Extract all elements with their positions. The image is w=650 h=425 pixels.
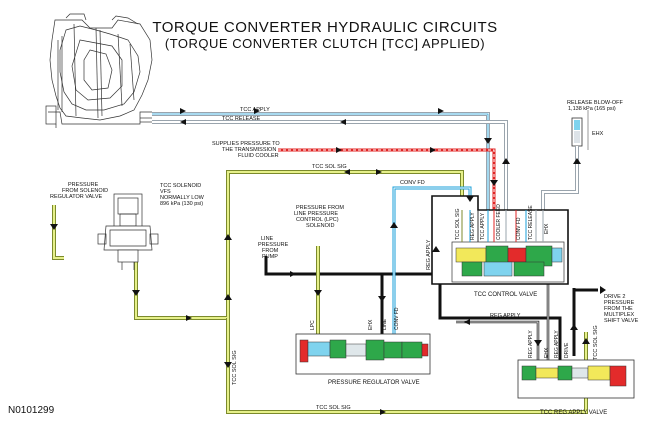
label-ehx-prv: EHX: [368, 319, 374, 330]
label-pressure-regulator-valve: PRESSURE REGULATOR VALVE: [328, 380, 420, 386]
diagram-title: TORQUE CONVERTER HYDRAULIC CIRCUITS: [152, 19, 498, 36]
flow-arrow-icon: [390, 222, 398, 228]
label-pressure-sol-2: FROM SOLENOID: [62, 188, 108, 194]
flow-arrow-icon: [50, 224, 58, 230]
flow-arrow-icon: [466, 196, 474, 202]
label-drive2-4: MULTIPLEX: [604, 312, 634, 318]
tcc-release-circuit: [152, 120, 508, 210]
flow-arrow-icon: [534, 340, 542, 346]
pressure-regulator-valve: [295, 333, 431, 375]
label-cooler-feed: COOLER FEED: [496, 204, 502, 240]
label-tcc-apply-valve: TCC APPLY: [480, 212, 486, 240]
flow-arrow-icon: [224, 362, 232, 368]
label-tcc-release: TCC RELEASE: [222, 116, 261, 122]
diagram-subtitle: (TORQUE CONVERTER CLUTCH [TCC] APPLIED): [164, 36, 486, 51]
flow-arrow-icon: [314, 290, 322, 296]
label-line-pump-3: FROM: [262, 248, 279, 254]
flow-arrow-icon: [344, 169, 350, 175]
label-pressure-sol-3: REGULATOR VALVE: [50, 194, 102, 200]
label-lpc-2: LINE PRESSURE: [294, 211, 338, 217]
label-drive2-5: SHIFT VALVE: [604, 318, 639, 324]
label-drive2-2: PRESSURE: [604, 300, 635, 306]
label-reg-apply-bottom: REG APPLY: [490, 313, 521, 319]
torque-converter-drawing: [45, 13, 153, 128]
flow-arrow-icon: [186, 315, 192, 321]
label-lpc-1: PRESSURE FROM: [296, 205, 344, 211]
flow-arrow-icon: [502, 158, 510, 164]
label-reg-apply-side: REG APPLY: [426, 239, 432, 270]
flow-arrow-icon: [484, 138, 492, 144]
label-tcc-reg-apply-valve: TCC REG APPLY VALVE: [540, 410, 607, 416]
flow-arrow-icon: [438, 108, 444, 114]
label-tcc-sol-sig-bottom: TCC SOL SIG: [316, 405, 351, 411]
drive2-arrow-icon: [600, 286, 606, 294]
label-line-pump-2: PRESSURE: [258, 242, 289, 248]
label-tcc-solenoid-4: 896 kPa (130 psi): [160, 201, 203, 207]
release-blowoff-valve: [571, 110, 589, 150]
tcc-solenoid-drawing: [97, 193, 159, 270]
label-cooler-3: FLUID COOLER: [238, 153, 279, 159]
label-reg-apply-rav: REG APPLY: [528, 330, 534, 358]
flow-arrow-icon: [180, 108, 186, 114]
label-line-prv: LINE: [382, 318, 388, 330]
line-pressure-circuit: [264, 256, 576, 360]
label-conv-fd-prv: CONV FD: [394, 307, 400, 330]
label-ehx-rav: EHX: [544, 347, 550, 358]
flow-arrow-icon: [573, 158, 581, 164]
label-ehx-valve: EHX: [544, 223, 550, 234]
label-tcc-sol-sig-top: TCC SOL SIG: [312, 164, 347, 170]
flow-arrow-icon: [180, 119, 186, 125]
figure-id: N0101299: [8, 405, 55, 416]
label-tcc-solenoid-2: VFS: [160, 189, 171, 195]
label-lpc-3: CONTROL (LPC): [296, 217, 339, 223]
label-tcc-control-valve: TCC CONTROL VALVE: [474, 292, 537, 298]
flow-arrow-icon: [464, 319, 470, 325]
tcc-control-valve: [431, 195, 569, 285]
label-ehx-blowoff: EHX: [592, 131, 604, 137]
label-blowoff-pressure: 1,138 kPa (165 psi): [568, 106, 616, 112]
cooler-circuit: [278, 148, 496, 210]
flow-arrow-icon: [224, 294, 232, 300]
label-tcc-release-valve: TCC RELEASE: [528, 205, 534, 240]
label-reg-apply-rav-2: REG APPLY: [554, 330, 560, 358]
tcc-reg-apply-valve: [517, 359, 635, 399]
label-release-blowoff: RELEASE BLOW-OFF: [567, 100, 623, 106]
label-drive-rav: DRIVE: [564, 342, 570, 358]
flow-arrow-icon: [378, 296, 386, 302]
label-lpc-valve: LPC: [310, 320, 316, 330]
label-drive2-3: FROM THE: [604, 306, 633, 312]
flow-arrow-icon: [490, 180, 498, 186]
flow-arrow-icon: [224, 234, 232, 240]
flow-arrow-icon: [380, 409, 386, 415]
label-tcc-solenoid-3: NORMALLY LOW: [160, 195, 205, 201]
label-reg-apply-valve: REG APPLY: [470, 212, 476, 240]
blowoff-line: [541, 146, 579, 210]
flow-arrow-icon: [582, 338, 590, 344]
tcc-apply-circuit: [152, 112, 490, 210]
label-conv-fd-valve: CONV FD: [516, 217, 522, 240]
flow-arrow-icon: [254, 108, 260, 114]
label-tcc-sol-sig-valve: TCC SOL SIG: [455, 208, 461, 240]
flow-arrow-icon: [340, 119, 346, 125]
flow-arrow-icon: [290, 271, 296, 277]
label-conv-fd: CONV FD: [400, 180, 425, 186]
label-tcc-solenoid-1: TCC SOLENOID: [160, 183, 201, 189]
flow-arrow-icon: [376, 169, 382, 175]
label-line-pump-4: PUMP: [262, 254, 278, 260]
flow-arrows: [50, 108, 590, 415]
flow-arrow-icon: [336, 147, 342, 153]
label-tcc-sol-sig-reg: TCC SOL SIG: [593, 325, 599, 360]
label-lpc-4: SOLENOID: [306, 223, 334, 229]
flow-arrow-icon: [432, 246, 440, 252]
label-pressure-sol-1: PRESSURE: [68, 182, 99, 188]
flow-arrow-icon: [132, 290, 140, 296]
label-cooler-2: THE TRANSMISSION: [222, 147, 276, 153]
flow-arrow-icon: [430, 147, 436, 153]
label-line-pump-1: LINE: [261, 236, 274, 242]
label-cooler-1: SUPPLIES PRESSURE TO: [212, 141, 280, 147]
label-tcc-sol-sig-side: TCC SOL SIG: [232, 350, 238, 385]
label-drive2-1: DRIVE 2: [604, 294, 625, 300]
flow-arrow-icon: [570, 324, 578, 330]
